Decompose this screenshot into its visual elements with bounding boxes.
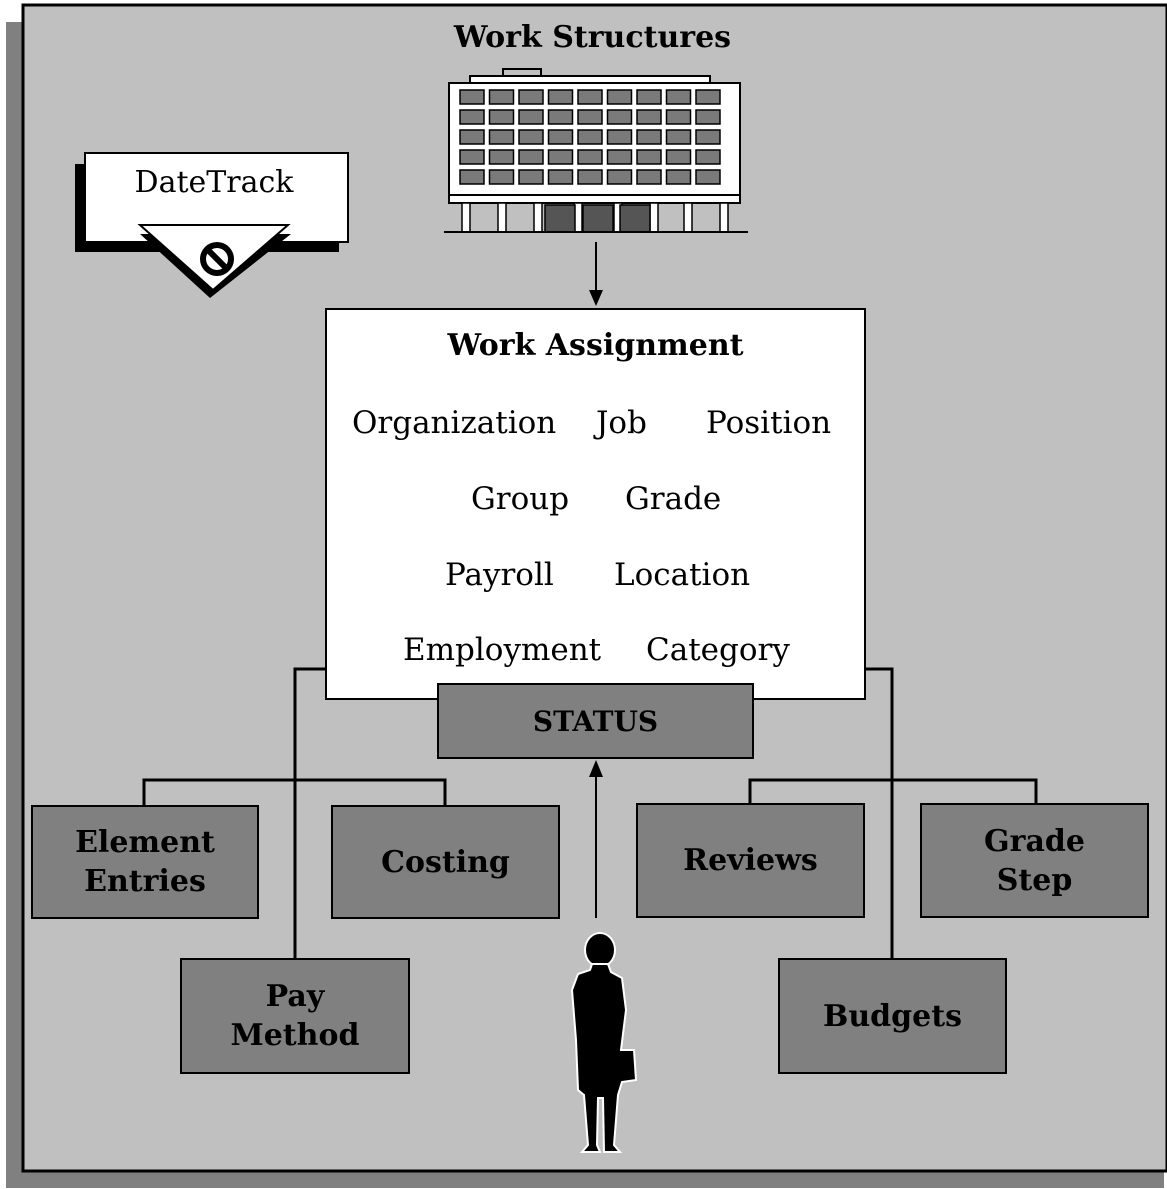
costing-label: Costing (381, 844, 510, 880)
building-window (636, 149, 662, 165)
building-window (577, 169, 603, 185)
building-window (459, 149, 485, 165)
building-window (547, 169, 574, 185)
attr-group: Group (471, 481, 570, 517)
building-column (719, 202, 729, 233)
building-window (488, 149, 515, 165)
office-building-icon (444, 68, 748, 233)
building-window (636, 169, 662, 185)
pay-method-box: Pay Method (180, 958, 410, 1074)
building-window (488, 129, 515, 145)
grade-step-box: Grade Step (920, 803, 1149, 918)
building-window (488, 109, 515, 125)
building-window (665, 169, 692, 185)
businesswoman-icon (570, 932, 638, 1153)
attr-job: Job (596, 405, 647, 441)
grade-step-label: Grade Step (984, 823, 1085, 898)
building-window (665, 109, 692, 125)
building-window (636, 129, 662, 145)
building-window (459, 129, 485, 145)
pay-method-label: Pay Method (230, 979, 360, 1053)
datetrack-symbol (75, 152, 349, 298)
building-window (665, 129, 692, 145)
building-window (459, 109, 485, 125)
building-window (606, 149, 633, 165)
building-window (547, 149, 574, 165)
attr-employment: Employment (403, 632, 602, 668)
building-window (577, 109, 603, 125)
reviews-box: Reviews (636, 803, 865, 918)
attr-category: Category (646, 632, 790, 668)
work-assignment-title: Work Assignment (447, 328, 744, 363)
building-window (695, 129, 721, 145)
building-window (695, 149, 721, 165)
building-door (619, 204, 651, 233)
building-window (606, 169, 633, 185)
building-window (518, 169, 544, 185)
building-window (606, 109, 633, 125)
element-entries-box: Element Entries (31, 805, 259, 919)
building-column (683, 202, 693, 233)
building-window (518, 129, 544, 145)
building-window (636, 89, 662, 105)
building-window (488, 169, 515, 185)
building-column (497, 202, 507, 233)
building-window (518, 89, 544, 105)
attr-organization: Organization (352, 405, 557, 441)
building-window (606, 89, 633, 105)
building-window (547, 129, 574, 145)
building-window (488, 89, 515, 105)
attr-position: Position (706, 405, 832, 441)
attr-location: Location (614, 557, 751, 593)
building-window (577, 149, 603, 165)
building-window (577, 129, 603, 145)
building-window (547, 109, 574, 125)
building-window (577, 89, 603, 105)
building-window (665, 149, 692, 165)
budgets-label: Budgets (823, 998, 962, 1034)
status-box: STATUS (437, 683, 754, 759)
building-door (582, 204, 614, 233)
building-window (695, 109, 721, 125)
building-window (695, 169, 721, 185)
building-door (544, 204, 576, 233)
arrow-to-status (589, 760, 603, 918)
element-entries-label: Element Entries (75, 825, 215, 899)
building-column (461, 202, 471, 233)
building-window (636, 109, 662, 125)
diagram-title: Work Structures (453, 20, 732, 55)
building-window (459, 169, 485, 185)
no-entry-icon (200, 242, 234, 276)
reviews-label: Reviews (683, 843, 818, 878)
building-window (695, 89, 721, 105)
building-window (547, 89, 574, 105)
connector-lines (142, 667, 1038, 960)
building-window (518, 149, 544, 165)
datetrack-label: DateTrack (134, 165, 294, 200)
budgets-box: Budgets (778, 958, 1007, 1074)
status-label: STATUS (532, 704, 659, 738)
work-assignment-box (325, 308, 866, 700)
costing-box: Costing (331, 805, 560, 919)
building-window (459, 89, 485, 105)
building-window (518, 109, 544, 125)
building-window (665, 89, 692, 105)
building-column (649, 202, 659, 233)
building-window (606, 129, 633, 145)
building-column (533, 202, 543, 233)
arrow-to-work-assignment (589, 242, 603, 306)
attr-grade: Grade (625, 481, 722, 517)
attr-payroll: Payroll (445, 557, 554, 593)
